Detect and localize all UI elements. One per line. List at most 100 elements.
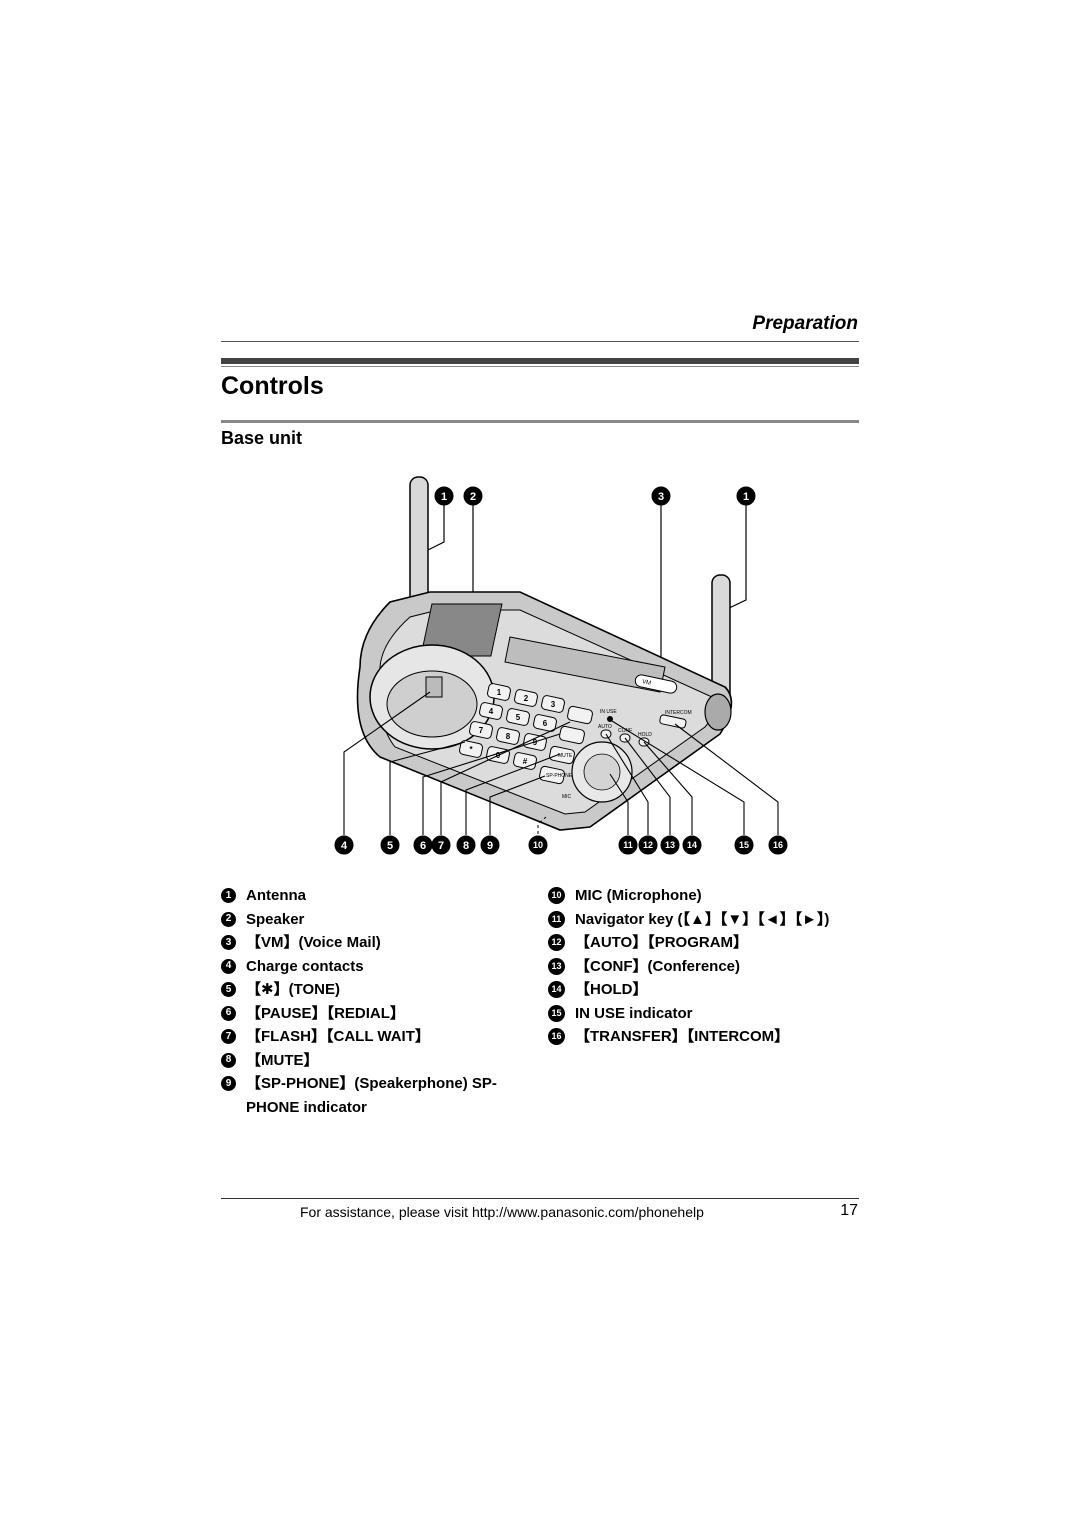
callout-top-label: 2	[470, 491, 476, 503]
key-5	[506, 708, 530, 726]
callout-top-label: 1	[441, 491, 447, 503]
conf-label: CONF	[618, 728, 632, 734]
legend-number: 12	[548, 934, 565, 951]
callout-top-2: 2	[463, 486, 483, 506]
callout-top-1-left: 1	[434, 486, 454, 506]
callout-5: 5	[380, 835, 400, 855]
key-label-7: 7	[479, 726, 484, 735]
callout-14: 14	[682, 835, 702, 855]
page-title: Controls	[221, 372, 324, 400]
legend-item: 8 【MUTE】	[221, 1049, 521, 1073]
legend-number: 4	[221, 958, 236, 974]
vm-button-label: VM	[641, 679, 651, 687]
callout-top-label: 1	[743, 491, 749, 503]
callout-6: 6	[413, 835, 433, 855]
callout-top-1-right: 1	[736, 486, 756, 506]
legend-item: 12 【AUTO】【PROGRAM】	[548, 931, 868, 955]
legend-text: 【HOLD】	[575, 981, 648, 998]
callout-bottom-label: 6	[420, 840, 426, 852]
footer-rule	[221, 1198, 859, 1199]
header-rule	[221, 341, 859, 342]
legend-item: 6【PAUSE】【REDIAL】	[221, 1002, 521, 1026]
legend-text: 【FLASH】【CALL WAIT】	[246, 1028, 430, 1045]
antenna-hinge	[704, 693, 732, 731]
callout-bottom-label: 13	[665, 840, 675, 850]
legend-item: 13 【CONF】(Conference)	[548, 955, 868, 979]
sp-phone-button	[539, 765, 565, 785]
callout-16: 16	[768, 835, 788, 855]
callout-top-label: 3	[658, 491, 664, 503]
callout-bottom-label: 15	[739, 840, 749, 850]
legend-item: 9【SP-PHONE】(Speakerphone) SP-PHONE indic…	[221, 1072, 521, 1119]
key-label-9: 9	[533, 738, 538, 747]
legend-text: 【✱】(TONE)	[246, 981, 340, 998]
callout-bottom-label: 12	[643, 840, 653, 850]
legend-number: 15	[548, 1004, 565, 1022]
legend-number: 11	[548, 910, 565, 928]
legend-number: 9	[221, 1076, 236, 1091]
page-subtitle: Base unit	[221, 428, 303, 448]
footer-assist-text: For assistance, please visit http://www.…	[300, 1204, 704, 1220]
mute-label: MUTE	[558, 753, 573, 759]
subtitle-rule	[221, 420, 859, 423]
callout-9: 9	[480, 835, 500, 855]
callout-top-3: 3	[651, 486, 671, 506]
legend-number: 14	[548, 981, 565, 998]
key-1	[487, 683, 511, 701]
callout-bottom-label: 8	[463, 840, 469, 852]
legend-text: 【MUTE】	[246, 1051, 319, 1069]
callout-15: 15	[734, 835, 754, 855]
key-label-5: 5	[516, 713, 521, 722]
title-rule-thick	[221, 358, 859, 364]
callout-11: 11	[618, 835, 638, 855]
key-star	[459, 740, 483, 758]
key-label-3: 3	[551, 700, 556, 709]
legend-text: Navigator key (【▲】【▼】【◄】【►】)	[575, 910, 830, 928]
legend-number: 2	[221, 911, 236, 927]
transfer-intercom-button	[659, 714, 687, 729]
key-label-1: 1	[497, 688, 502, 697]
legend-number: 16	[548, 1028, 565, 1045]
legend-item: 16 【TRANSFER】【INTERCOM】	[548, 1025, 868, 1049]
title-rule-thin	[221, 366, 859, 367]
legend-text: Antenna	[246, 887, 306, 904]
legend-text: 【TRANSFER】【INTERCOM】	[575, 1028, 790, 1045]
legend-number: 5	[221, 982, 236, 997]
callout-4: 4	[334, 835, 354, 855]
mic-label: MIC	[562, 794, 572, 800]
cradle-well	[386, 670, 478, 738]
legend-item: 5 【✱】(TONE)	[221, 978, 521, 1002]
legend-number: 13	[548, 957, 565, 975]
legend-text: MIC (Microphone)	[575, 887, 702, 904]
pause-redial-button	[567, 705, 593, 725]
in-use-indicator	[607, 716, 613, 722]
sp-phone-label: SP-PHONE	[546, 773, 573, 779]
in-use-label: IN USE	[600, 709, 617, 715]
key-8	[496, 727, 520, 745]
key-3	[541, 695, 565, 713]
legend-text: 【AUTO】【PROGRAM】	[575, 934, 749, 951]
hold-label: HOLD	[638, 732, 652, 738]
key-2	[514, 689, 538, 707]
key-label-hash: #	[523, 757, 528, 766]
key-6	[533, 714, 557, 732]
legend-number: 7	[221, 1029, 236, 1044]
callout-7: 7	[431, 835, 451, 855]
key-label-star: *	[469, 745, 473, 754]
legend-number: 6	[221, 1005, 236, 1021]
legend-number: 8	[221, 1052, 236, 1068]
legend-text: 【CONF】(Conference)	[575, 957, 741, 975]
mute-button	[549, 745, 575, 765]
callout-10: 10	[528, 835, 548, 855]
page-number: 17	[840, 1202, 858, 1219]
callout-12: 12	[638, 835, 658, 855]
key-label-4: 4	[489, 707, 494, 716]
legend-number: 3	[221, 935, 236, 950]
